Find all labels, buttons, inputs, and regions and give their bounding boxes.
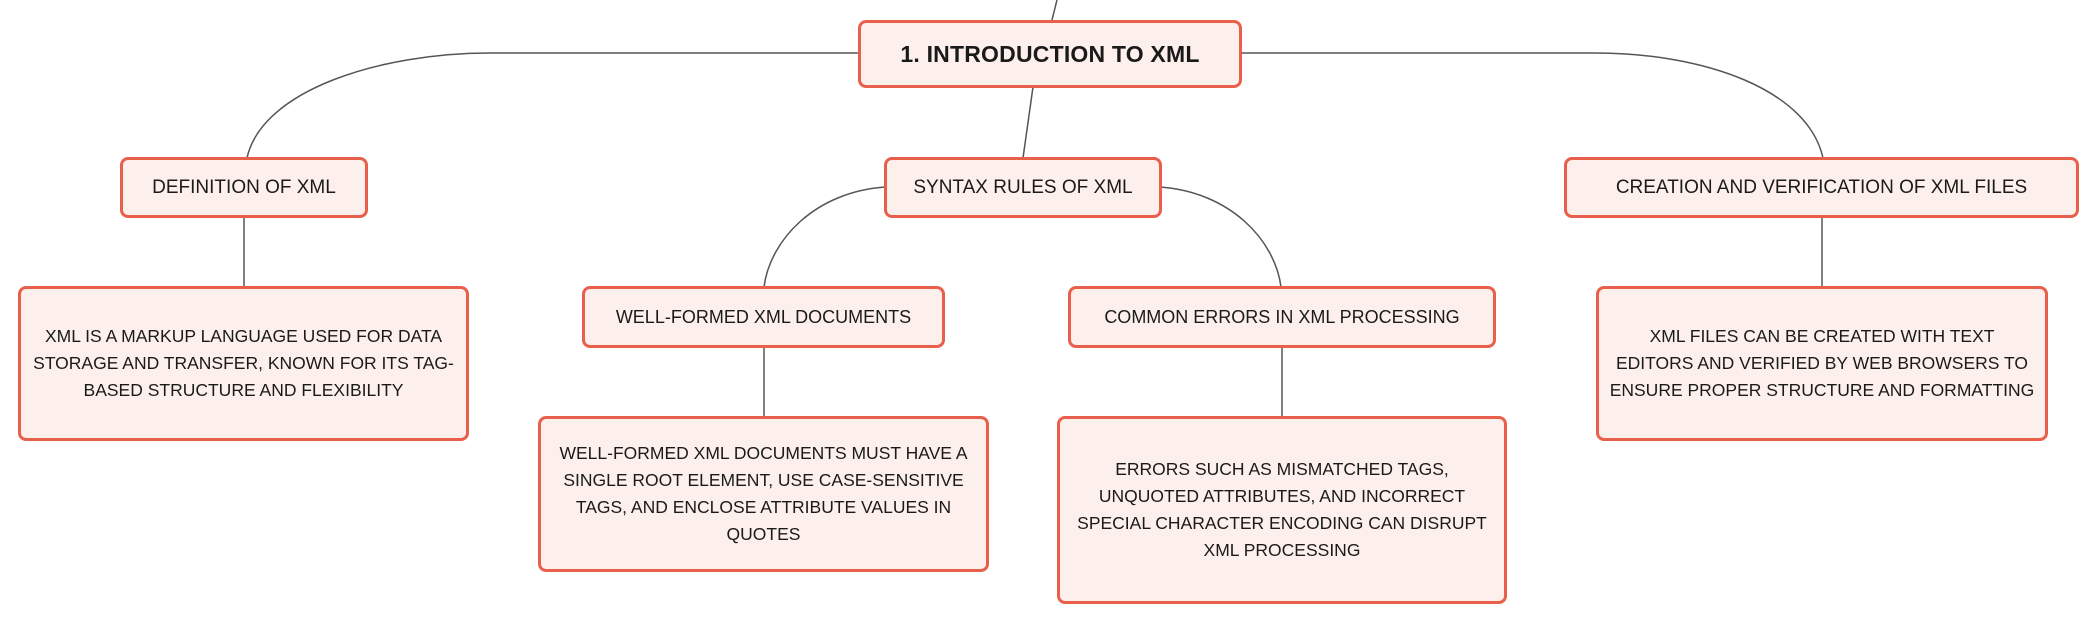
well-formed-node[interactable]: WELL-FORMED XML DOCUMENTS	[582, 286, 945, 348]
well-formed-detail-node[interactable]: WELL-FORMED XML DOCUMENTS MUST HAVE A SI…	[538, 416, 989, 572]
creation-node[interactable]: CREATION AND VERIFICATION OF XML FILES	[1564, 157, 2079, 218]
definition-node-label: DEFINITION OF XML	[152, 176, 336, 198]
syntax-node[interactable]: SYNTAX RULES OF XML	[884, 157, 1162, 218]
connector-syntax-to-errors	[1159, 186, 1282, 288]
connector-root-to-definition	[246, 52, 858, 159]
syntax-node-label: SYNTAX RULES OF XML	[913, 176, 1133, 198]
connector-root-to-syntax	[1022, 86, 1034, 159]
well-formed-node-label: WELL-FORMED XML DOCUMENTS	[615, 306, 912, 327]
definition-detail-node[interactable]: XML IS A MARKUP LANGUAGE USED FOR DATA S…	[18, 286, 469, 441]
well-formed-detail-text: WELL-FORMED XML DOCUMENTS MUST HAVE A SI…	[559, 443, 968, 544]
connector-parent-to-root	[1051, 0, 1058, 21]
errors-node-label: COMMON ERRORS IN XML PROCESSING	[1104, 306, 1460, 327]
definition-node[interactable]: DEFINITION OF XML	[120, 157, 368, 218]
connector-syntax-to-well-formed	[763, 186, 886, 288]
root-node[interactable]: 1. INTRODUCTION TO XML	[858, 20, 1242, 88]
creation-detail-node[interactable]: XML FILES CAN BE CREATED WITH TEXT EDITO…	[1596, 286, 2048, 441]
errors-detail-text: ERRORS SUCH AS MISMATCHED TAGS, UNQUOTED…	[1077, 459, 1487, 560]
creation-detail-text: XML FILES CAN BE CREATED WITH TEXT EDITO…	[1609, 326, 2035, 400]
errors-node[interactable]: COMMON ERRORS IN XML PROCESSING	[1068, 286, 1496, 348]
definition-detail-text: XML IS A MARKUP LANGUAGE USED FOR DATA S…	[33, 326, 454, 400]
connector-root-to-creation	[1241, 52, 1824, 159]
root-node-label: 1. INTRODUCTION TO XML	[900, 40, 1200, 67]
creation-node-label: CREATION AND VERIFICATION OF XML FILES	[1615, 176, 2028, 198]
errors-detail-node[interactable]: ERRORS SUCH AS MISMATCHED TAGS, UNQUOTED…	[1057, 416, 1507, 604]
